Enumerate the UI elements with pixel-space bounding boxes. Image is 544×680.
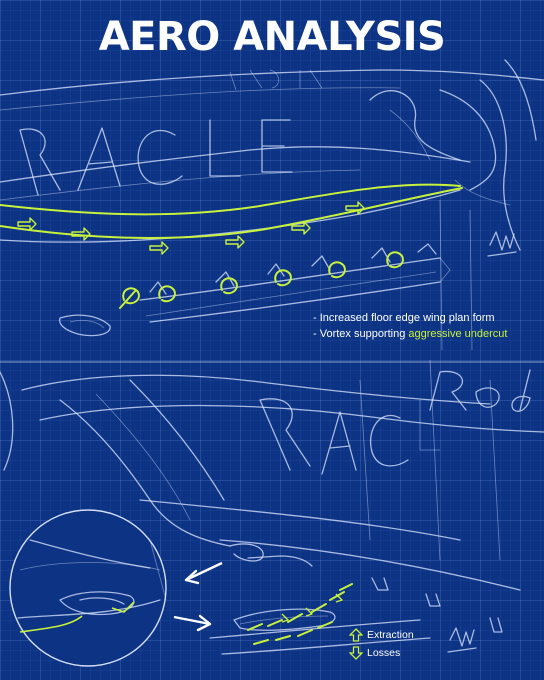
top-panel-car-outline [0,59,544,351]
top-airflow-streamlines [0,183,463,309]
legend-extraction-label: Extraction [367,629,414,641]
legend-losses: Losses [349,644,414,662]
pointer-arrows [173,561,223,632]
note-line-2-highlight: aggressive undercut [408,328,508,340]
up-arrow-icon [349,628,363,642]
zoom-detail-circle [9,509,167,667]
note-line-2-prefix: - Vortex supporting [313,328,406,340]
note-line-1: - Increased floor edge wing plan form [313,312,495,324]
legend-losses-label: Losses [367,647,401,659]
legend: Extraction Losses [349,626,414,662]
bottom-panel-car-outline [0,359,544,655]
note-line-2: - Vortex supporting aggressive undercut [313,326,507,342]
analysis-notes: - Increased floor edge wing plan form - … [313,310,507,342]
legend-extraction: Extraction [349,626,414,644]
page-title: AERO ANALYSIS [98,14,446,60]
bottom-extraction-arrows [247,583,353,645]
down-arrow-icon [349,646,363,660]
